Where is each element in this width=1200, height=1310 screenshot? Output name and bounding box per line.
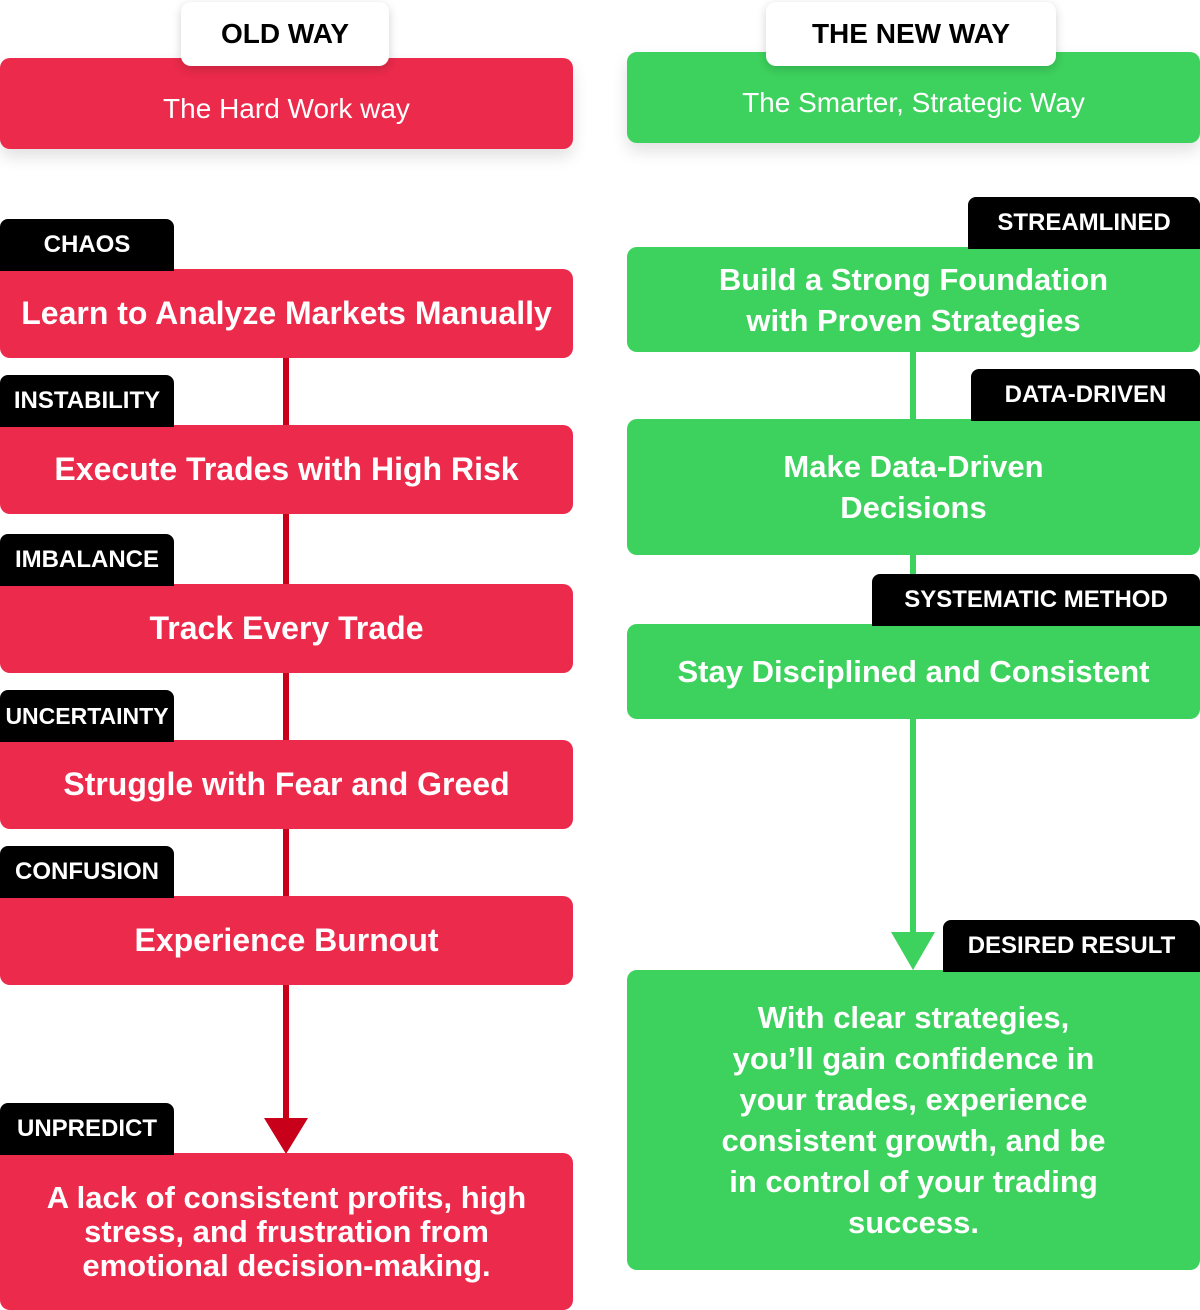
old-way-arrowhead: [264, 1118, 308, 1154]
step-data-driven-decisions-text: Make Data-Driven Decisions: [783, 449, 1044, 525]
old-way-subtitle: The Hard Work way: [163, 92, 410, 124]
step-disciplined-consistent-text: Stay Disciplined and Consistent: [677, 654, 1150, 689]
tag-uncertainty: UNCERTAINTY: [0, 690, 174, 742]
old-way-heading-text: OLD WAY: [220, 18, 350, 49]
tag-confusion-text: CONFUSION: [15, 858, 159, 885]
tag-imbalance: IMBALANCE: [0, 534, 174, 586]
tag-imbalance-text: IMBALANCE: [15, 546, 159, 573]
old-way-result: A lack of consistent profits, high stres…: [0, 1153, 573, 1310]
tag-systematic-method: SYSTEMATIC METHOD: [872, 574, 1200, 626]
step-analyze-markets: Learn to Analyze Markets Manually: [0, 269, 573, 358]
new-way-arrowhead: [891, 932, 935, 970]
tag-chaos-text: CHAOS: [43, 231, 131, 258]
tag-data-driven-text: DATA-DRIVEN: [1004, 381, 1167, 408]
tag-chaos: CHAOS: [0, 219, 174, 271]
tag-uncertainty-text: UNCERTAINTY: [5, 702, 169, 729]
step-burnout: Experience Burnout: [0, 896, 573, 985]
new-way-banner: The Smarter, Strategic Way: [627, 52, 1200, 143]
step-fear-greed: Struggle with Fear and Greed: [0, 740, 573, 829]
new-way-heading-text: THE NEW WAY: [811, 18, 1011, 49]
old-way-heading: OLD WAY: [181, 2, 389, 66]
tag-data-driven: DATA-DRIVEN: [971, 369, 1200, 421]
tag-streamlined: STREAMLINED: [968, 197, 1200, 249]
step-track-trade-text: Track Every Trade: [149, 610, 424, 646]
step-fear-greed-text: Struggle with Fear and Greed: [63, 766, 510, 802]
tag-instability: INSTABILITY: [0, 375, 174, 427]
step-strong-foundation: Build a Strong Foundation with Proven St…: [627, 247, 1200, 352]
step-high-risk: Execute Trades with High Risk: [0, 425, 573, 514]
step-strong-foundation-text: Build a Strong Foundation with Proven St…: [718, 261, 1109, 338]
tag-desired-result-text: DESIRED RESULT: [967, 932, 1176, 959]
new-way-subtitle: The Smarter, Strategic Way: [742, 86, 1085, 118]
new-way-result: With clear strategies, you’ll gain confi…: [627, 970, 1200, 1270]
tag-desired-result: DESIRED RESULT: [943, 920, 1200, 972]
tag-streamlined-text: STREAMLINED: [997, 209, 1171, 236]
new-way-heading: THE NEW WAY: [766, 2, 1056, 66]
new-way-result-text: With clear strategies, you’ll gain confi…: [721, 1000, 1106, 1240]
old-way-banner: The Hard Work way: [0, 58, 573, 149]
step-disciplined-consistent: Stay Disciplined and Consistent: [627, 624, 1200, 719]
tag-unpredict: UNPREDICT: [0, 1103, 174, 1155]
step-analyze-markets-text: Learn to Analyze Markets Manually: [21, 295, 552, 331]
step-high-risk-text: Execute Trades with High Risk: [54, 451, 519, 487]
tag-unpredict-text: UNPREDICT: [16, 1115, 157, 1142]
tag-instability-text: INSTABILITY: [13, 387, 161, 414]
old-way-result-text: A lack of consistent profits, high stres…: [46, 1179, 527, 1283]
step-burnout-text: Experience Burnout: [134, 922, 439, 958]
tag-systematic-method-text: SYSTEMATIC METHOD: [904, 586, 1168, 613]
tag-confusion: CONFUSION: [0, 846, 174, 898]
step-track-trade: Track Every Trade: [0, 584, 573, 673]
step-data-driven-decisions: Make Data-Driven Decisions: [627, 419, 1200, 555]
